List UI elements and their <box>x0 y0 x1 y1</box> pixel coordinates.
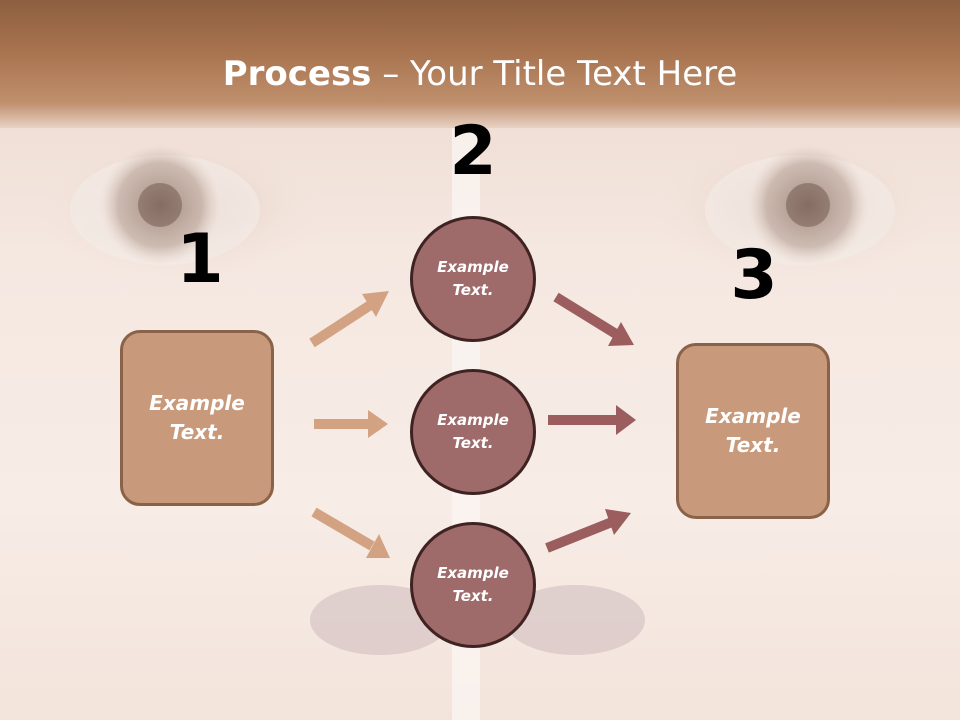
title-bold-part: Process <box>222 54 372 94</box>
circle-middle-text: Example Text. <box>437 411 509 452</box>
step-1-text: Example Text. <box>149 391 245 444</box>
circle-bottom: Example Text. <box>410 522 536 648</box>
step-number-1: 1 <box>176 220 224 299</box>
step-3-box: Example Text. <box>676 343 830 519</box>
circle-top: Example Text. <box>410 216 536 342</box>
arrow-box1-to-bottom <box>311 507 390 558</box>
arrow-top-to-box3 <box>553 292 634 346</box>
arrow-box1-to-middle <box>314 410 388 438</box>
step-number-2: 2 <box>449 112 497 191</box>
step-1-box: Example Text. <box>120 330 274 506</box>
title-rest-part: – Your Title Text Here <box>371 54 738 94</box>
step-3-text: Example Text. <box>705 404 801 457</box>
title-band <box>0 0 960 128</box>
arrow-bottom-to-box3 <box>545 509 631 553</box>
circle-top-text: Example Text. <box>437 258 509 299</box>
arrow-middle-to-box3 <box>548 405 636 435</box>
circle-middle: Example Text. <box>410 369 536 495</box>
circle-bottom-text: Example Text. <box>437 564 509 605</box>
arrow-box1-to-top <box>309 291 389 348</box>
slide-title: Process – Your Title Text Here <box>0 52 960 96</box>
step-number-3: 3 <box>730 236 778 315</box>
